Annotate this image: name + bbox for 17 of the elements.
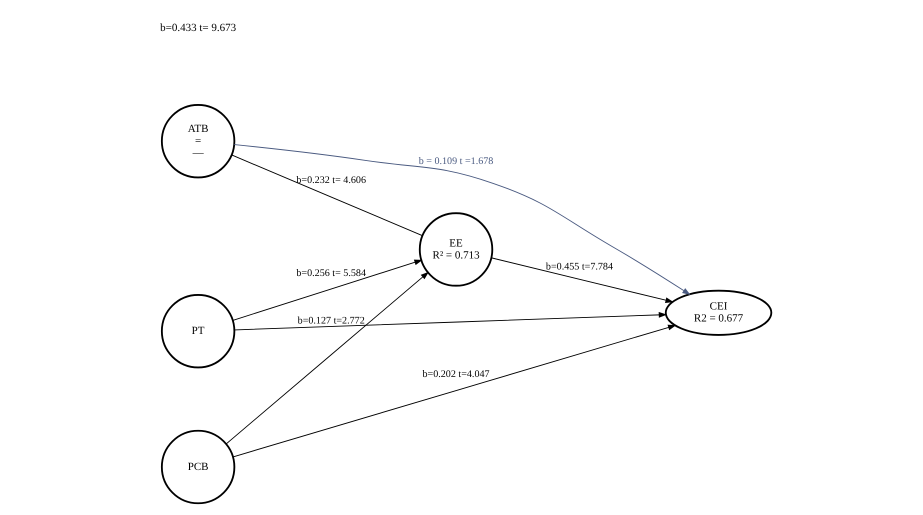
arrow	[234, 312, 667, 330]
edge-label: b = 0.109 t =1.678	[418, 156, 493, 167]
arrow	[490, 257, 674, 303]
edge-label: b=0.127 t=2.772	[297, 316, 364, 327]
node-circle: PT	[160, 294, 235, 368]
arrow	[232, 260, 422, 321]
node-circle: ATB = —	[160, 104, 235, 178]
arrow	[232, 324, 676, 458]
edge-label: b=0.202 t=4.047	[422, 368, 490, 380]
arrow	[225, 272, 428, 444]
edge-label: b=0.455 t=7.784	[545, 261, 613, 272]
label: b=0.433 t= 9.673	[160, 22, 236, 34]
edge-label: b=0.232 t= 4.606	[296, 175, 366, 186]
node-circle: PCB	[160, 430, 235, 504]
edge-label: b=0.256 t= 5.584	[296, 268, 366, 279]
arrow	[233, 144, 690, 296]
connector	[230, 154, 422, 236]
